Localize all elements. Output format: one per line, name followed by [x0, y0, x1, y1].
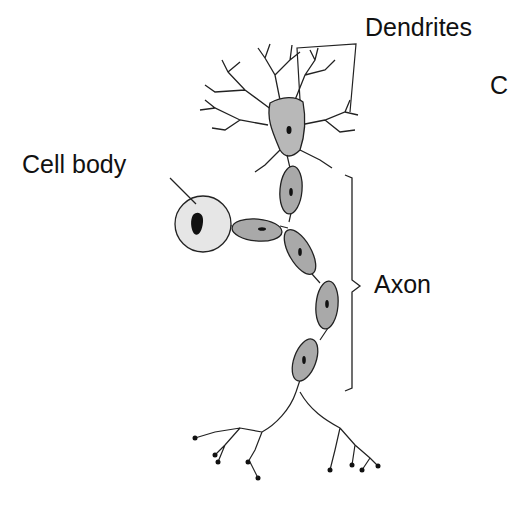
axon-terminals [193, 436, 381, 481]
part-label: Cell body [22, 152, 126, 177]
leader-line [297, 44, 356, 112]
leader-line [170, 178, 196, 204]
part-label: C [490, 73, 508, 98]
axon-fibre [195, 155, 378, 470]
schwann-nuclei [258, 188, 329, 364]
axon-terminal-branch [250, 462, 258, 478]
cell-body [175, 196, 231, 252]
axon-bracket [345, 175, 360, 391]
dendrite-branches [200, 44, 358, 172]
part-label: Axon [374, 272, 431, 297]
dendrite-soma [269, 98, 305, 156]
schwann-cells [231, 165, 340, 384]
cell-nucleus [191, 213, 203, 235]
part-label: Dendrites [365, 15, 472, 40]
nucleus [287, 126, 292, 134]
